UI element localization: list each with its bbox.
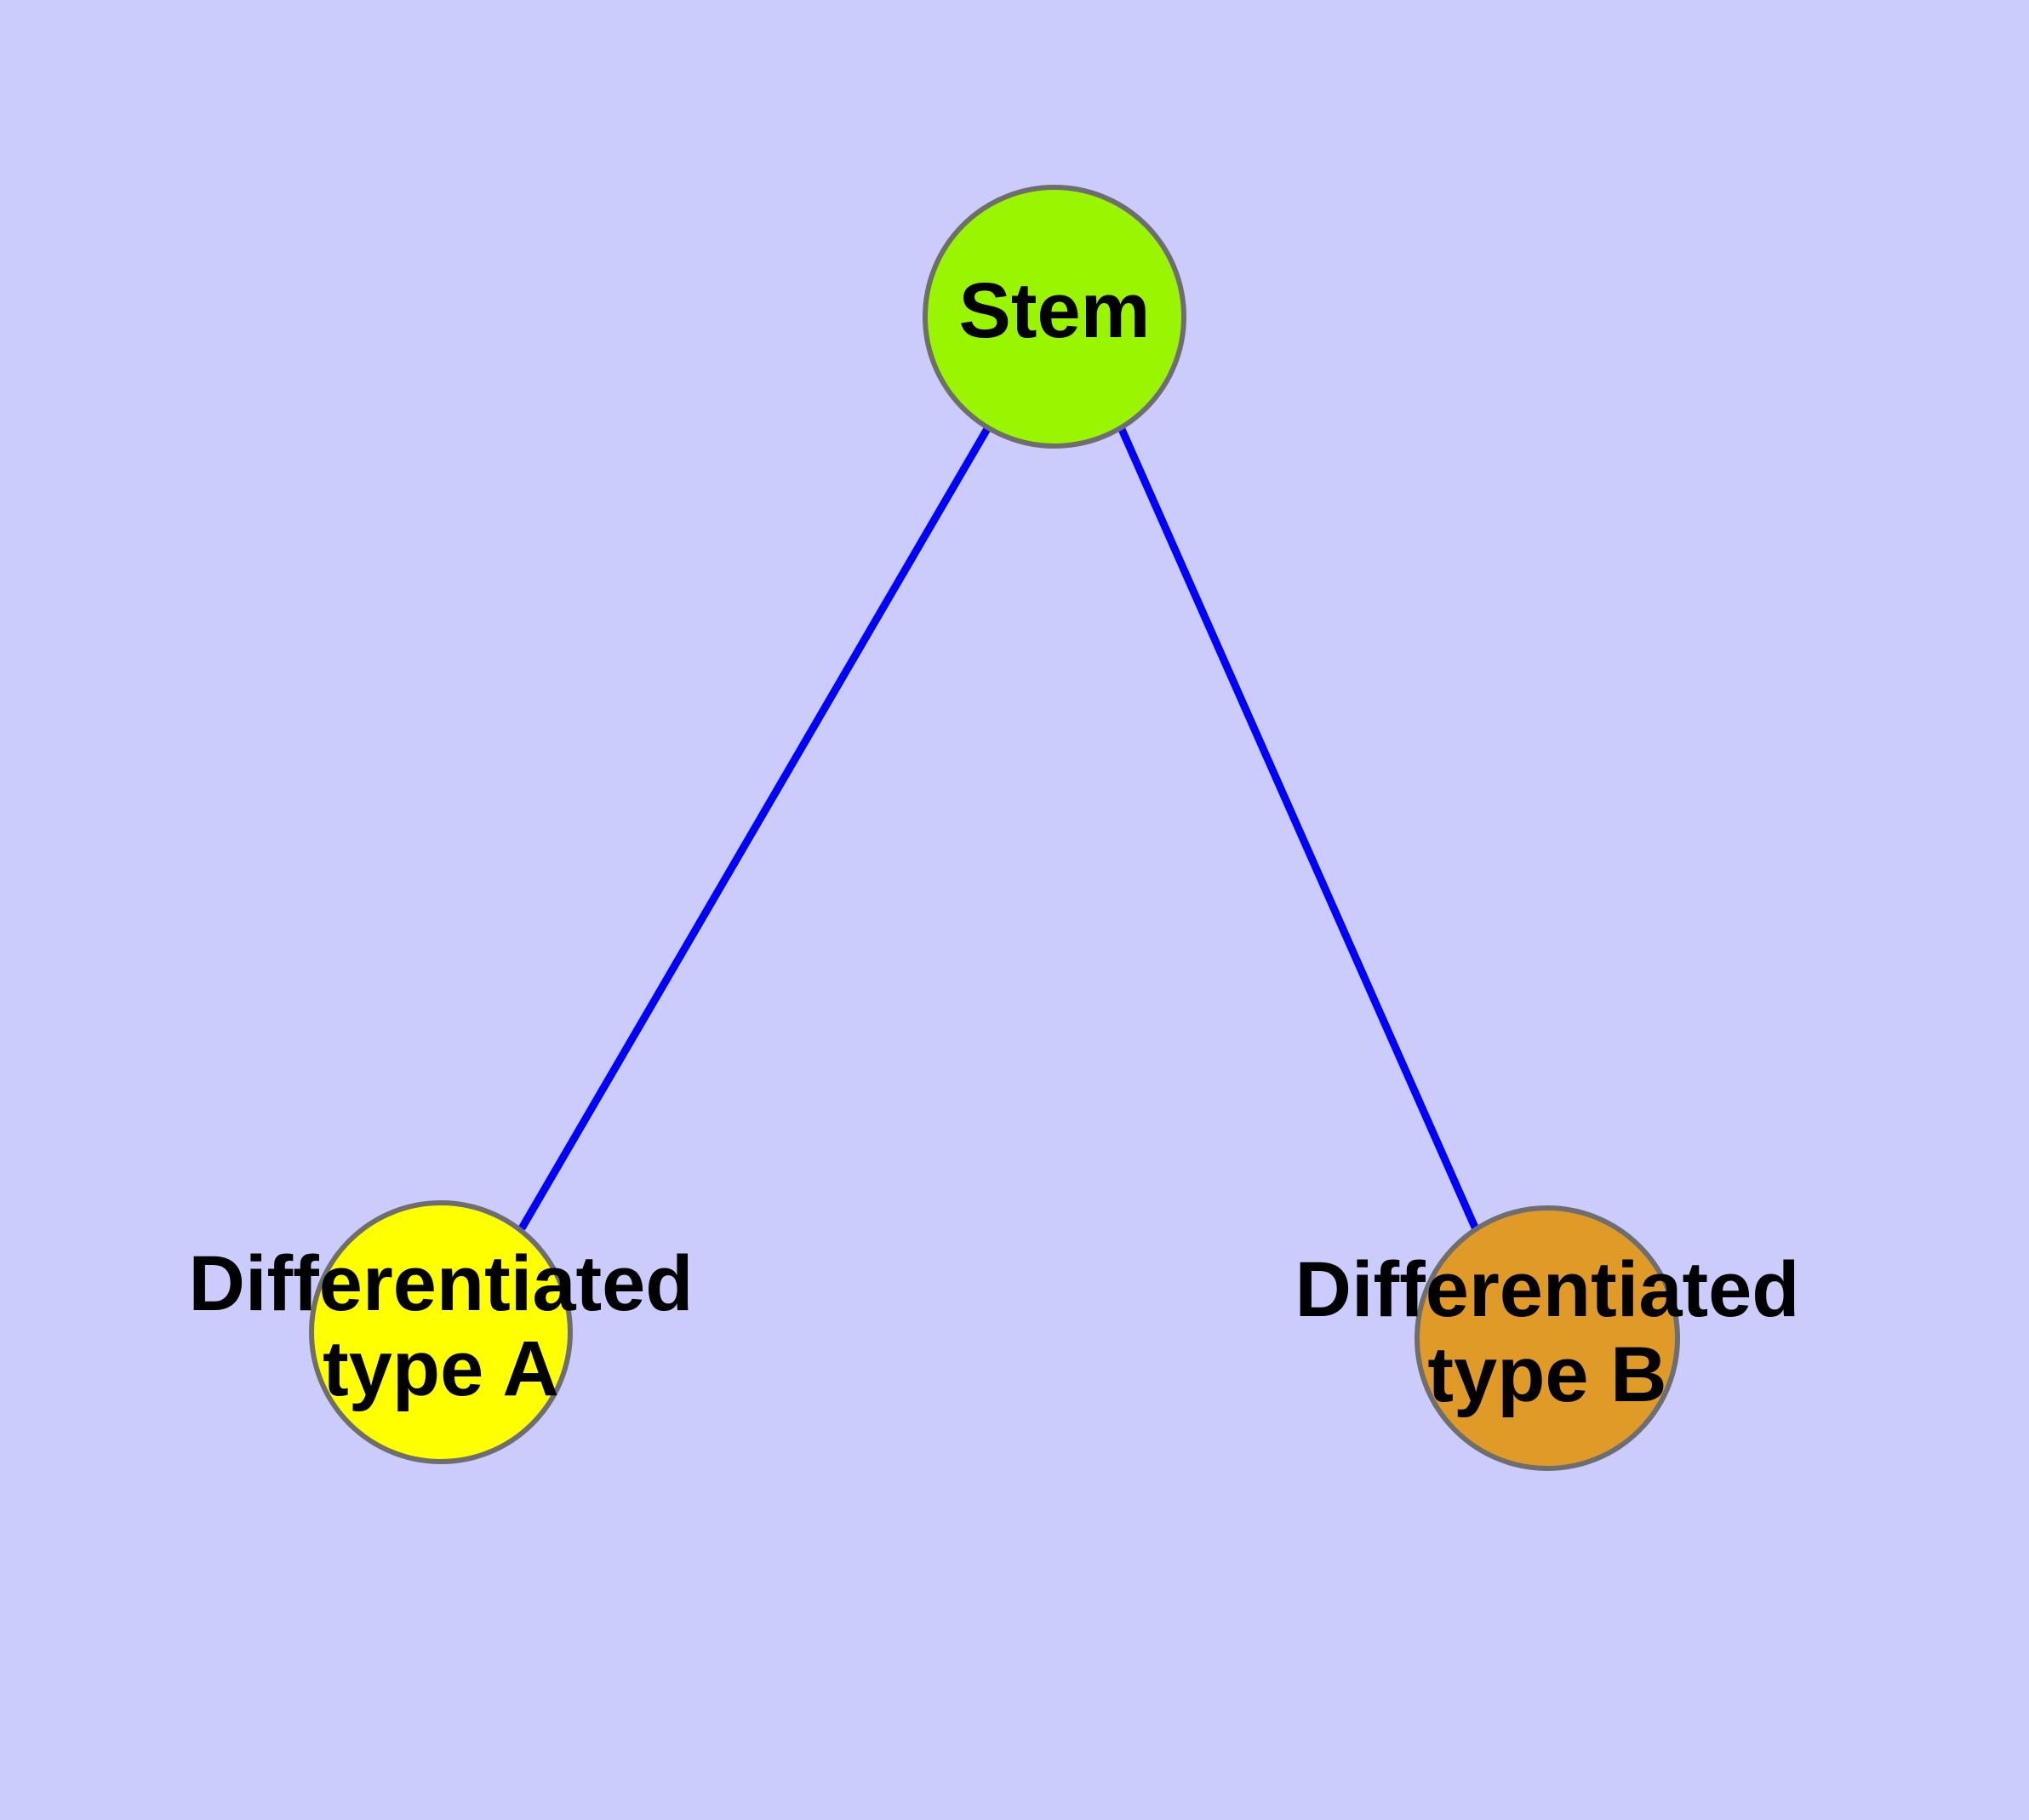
node-circle-stem[interactable] — [923, 185, 1186, 449]
node-stem[interactable]: Stem — [923, 185, 1186, 449]
edge-stem-to-diff_b[interactable] — [1117, 426, 1480, 1231]
node-circle-diff_b[interactable] — [1415, 1205, 1680, 1471]
node-circle-diff_a[interactable] — [309, 1200, 573, 1464]
node-label-line: type B — [1427, 1331, 1666, 1418]
node-label-line: Differentiated — [1295, 1246, 1800, 1333]
node-label-line: type A — [323, 1325, 559, 1412]
node-label-line: Differentiated — [189, 1240, 694, 1327]
node-label-stem: Stem — [959, 267, 1151, 354]
node-label-line: Stem — [959, 267, 1151, 354]
edge-stem-to-diff_a[interactable] — [518, 425, 992, 1231]
edges-layer — [518, 425, 1480, 1231]
